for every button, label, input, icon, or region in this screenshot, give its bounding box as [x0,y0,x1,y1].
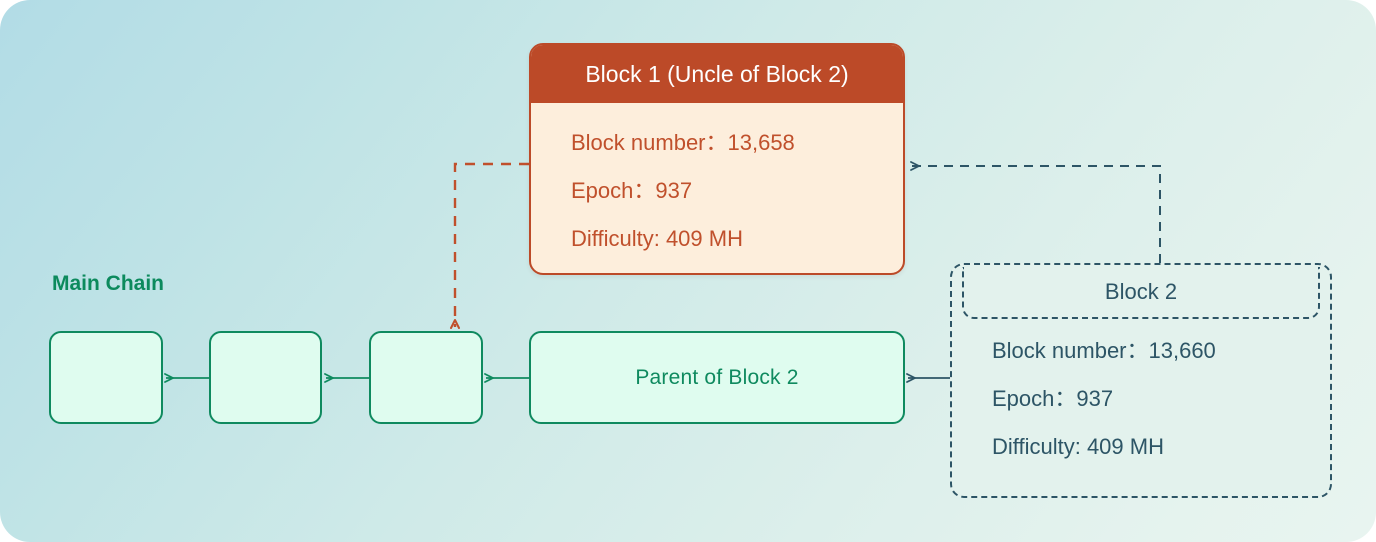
block-1-body: Block number：13,658 Epoch：937 Difficulty… [531,103,903,273]
block-2-body: Block number：13,660 Epoch：937 Difficulty… [952,327,1330,471]
block-1-epoch: Epoch：937 [571,178,693,203]
block-1-header: Block 1 (Uncle of Block 2) [531,45,903,103]
block2-to-block1-uncle-arrow [910,161,1161,263]
block-2-block-number: Block number：13,660 [992,338,1216,363]
block-2-card[interactable]: Block 2 Block number：13,660 Epoch：937 Di… [950,263,1332,498]
main-chain-block-3[interactable] [369,331,483,424]
block-2-header: Block 2 [962,267,1320,319]
block-1-difficulty: Difficulty: 409 MH [571,226,743,251]
block-2-difficulty: Difficulty: 409 MH [992,434,1164,459]
block-2-header-label: Block 2 [1104,279,1178,304]
main-chain-block-2[interactable] [209,331,322,424]
block-2-epoch: Epoch：937 [992,386,1114,411]
parent-of-block-2-label: Parent of Block 2 [635,365,799,389]
block-1-uncle-card[interactable]: Block 1 (Uncle of Block 2) Block number：… [529,43,905,275]
main-chain-label: Main Chain [52,272,165,295]
main-chain-block-1[interactable] [49,331,163,424]
main-chain-block-parent-of-block-2[interactable]: Parent of Block 2 [529,331,905,424]
block1-to-chain-arrow [450,162,529,329]
block-1-block-number: Block number：13,658 [571,130,795,155]
